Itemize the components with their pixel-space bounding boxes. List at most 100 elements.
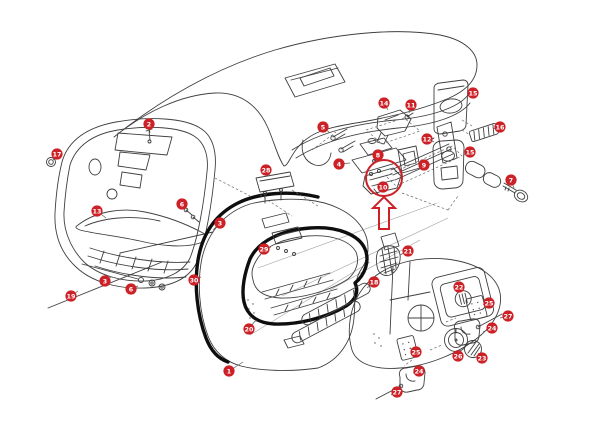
svg-text:24: 24 <box>415 368 424 375</box>
svg-text:29: 29 <box>260 246 269 253</box>
svg-text:4: 4 <box>337 161 342 168</box>
callout-20: 20 <box>243 320 256 335</box>
callout-17: 17 <box>51 148 63 161</box>
callout-11: 11 <box>405 99 417 114</box>
callout-22: 22 <box>453 281 465 293</box>
callout-7: 7 <box>505 174 517 189</box>
seal-part-20 <box>241 226 369 326</box>
svg-text:15: 15 <box>466 149 475 156</box>
callout-21: 21 <box>399 245 414 257</box>
svg-text:24: 24 <box>488 325 497 332</box>
svg-text:25: 25 <box>412 349 421 356</box>
strap-part-13 <box>75 209 206 247</box>
callout-25: 25 <box>409 346 422 358</box>
callout-23: 23 <box>476 352 488 364</box>
screw-part-11 <box>404 112 414 120</box>
svg-text:3: 3 <box>218 220 222 227</box>
callout-24: 24 <box>482 322 498 334</box>
round-cutout <box>407 304 435 332</box>
svg-text:16: 16 <box>496 124 505 131</box>
svg-text:12: 12 <box>423 136 432 143</box>
callout-29: 29 <box>258 243 272 255</box>
svg-text:13: 13 <box>93 208 102 215</box>
svg-text:27: 27 <box>504 313 513 320</box>
callout-2: 2 <box>143 118 155 134</box>
svg-text:6: 6 <box>129 286 134 293</box>
dot-texture <box>247 299 257 322</box>
callout-4: 4 <box>333 158 351 170</box>
svg-text:1: 1 <box>227 368 231 375</box>
lid-hatch <box>99 250 169 274</box>
callout-6: 6 <box>176 198 189 211</box>
callout-10: 10 <box>377 181 389 193</box>
o-ring-part-17 <box>46 157 56 167</box>
lock-mechanism-cluster <box>330 79 529 211</box>
cradle-part-14 <box>365 109 421 145</box>
plate-part-12 <box>427 121 458 164</box>
handle-recess <box>284 63 346 98</box>
svg-text:6: 6 <box>180 201 185 208</box>
svg-text:8: 8 <box>376 152 380 159</box>
svg-text:30: 30 <box>190 277 199 284</box>
sticker-part-16 <box>468 123 499 143</box>
svg-text:17: 17 <box>53 151 62 158</box>
svg-text:5: 5 <box>321 124 325 131</box>
washer-bolt-part-6 <box>148 279 166 291</box>
slider-part-10 <box>362 167 402 195</box>
outer-shell <box>348 232 503 400</box>
svg-text:25: 25 <box>485 300 494 307</box>
mesh-pocket-part-21 <box>375 232 401 277</box>
callout-28: 28 <box>260 164 272 177</box>
plate-part-28 <box>255 171 319 217</box>
callout-6: 6 <box>125 283 139 295</box>
top-case-band <box>295 102 471 159</box>
callout-1: 1 <box>223 361 244 377</box>
cover-plate-part-15 <box>433 79 469 135</box>
callout-18: 18 <box>366 276 380 289</box>
callout-12: 12 <box>421 133 435 145</box>
callout-27: 27 <box>390 386 403 398</box>
svg-text:9: 9 <box>422 162 426 169</box>
svg-text:22: 22 <box>455 284 464 291</box>
callout-9: 9 <box>418 159 430 171</box>
svg-text:14: 14 <box>380 100 389 107</box>
callout-15: 15 <box>462 146 476 158</box>
key-part-7 <box>502 182 529 203</box>
dot-texture <box>373 333 382 347</box>
svg-text:3: 3 <box>103 278 107 285</box>
lock-cover-part-15 <box>432 139 465 190</box>
callout-30: 30 <box>188 274 202 286</box>
svg-text:7: 7 <box>509 177 513 184</box>
top-case-shell <box>113 31 478 167</box>
callout-3: 3 <box>212 217 226 231</box>
svg-text:26: 26 <box>454 353 463 360</box>
screws-part-5 <box>330 128 356 153</box>
svg-text:18: 18 <box>370 279 379 286</box>
construction-lines <box>249 202 449 336</box>
reflector-strips-part-18 <box>291 282 371 344</box>
screw-part-27 <box>475 313 503 330</box>
lock-barrels <box>464 160 502 188</box>
rod-part-3-upper <box>119 231 214 254</box>
callout-3: 3 <box>99 275 112 287</box>
disc-part-26 <box>444 328 468 352</box>
case-bottom-open <box>194 171 371 371</box>
lid-inner-view <box>46 118 251 309</box>
svg-text:11: 11 <box>407 102 416 109</box>
foot-part-24 <box>453 318 481 346</box>
callout-15: 15 <box>465 87 479 99</box>
top-case-band <box>291 94 469 151</box>
highlight-group <box>365 159 403 230</box>
callout-27: 27 <box>499 310 514 322</box>
svg-text:15: 15 <box>469 90 478 97</box>
svg-text:2: 2 <box>147 121 151 128</box>
svg-text:20: 20 <box>245 326 254 333</box>
screws-part-6 <box>183 207 200 223</box>
svg-text:27: 27 <box>393 389 402 396</box>
rod-part-3-lower <box>81 263 144 283</box>
lid-top-frame <box>114 132 173 156</box>
callout-8: 8 <box>372 149 384 161</box>
